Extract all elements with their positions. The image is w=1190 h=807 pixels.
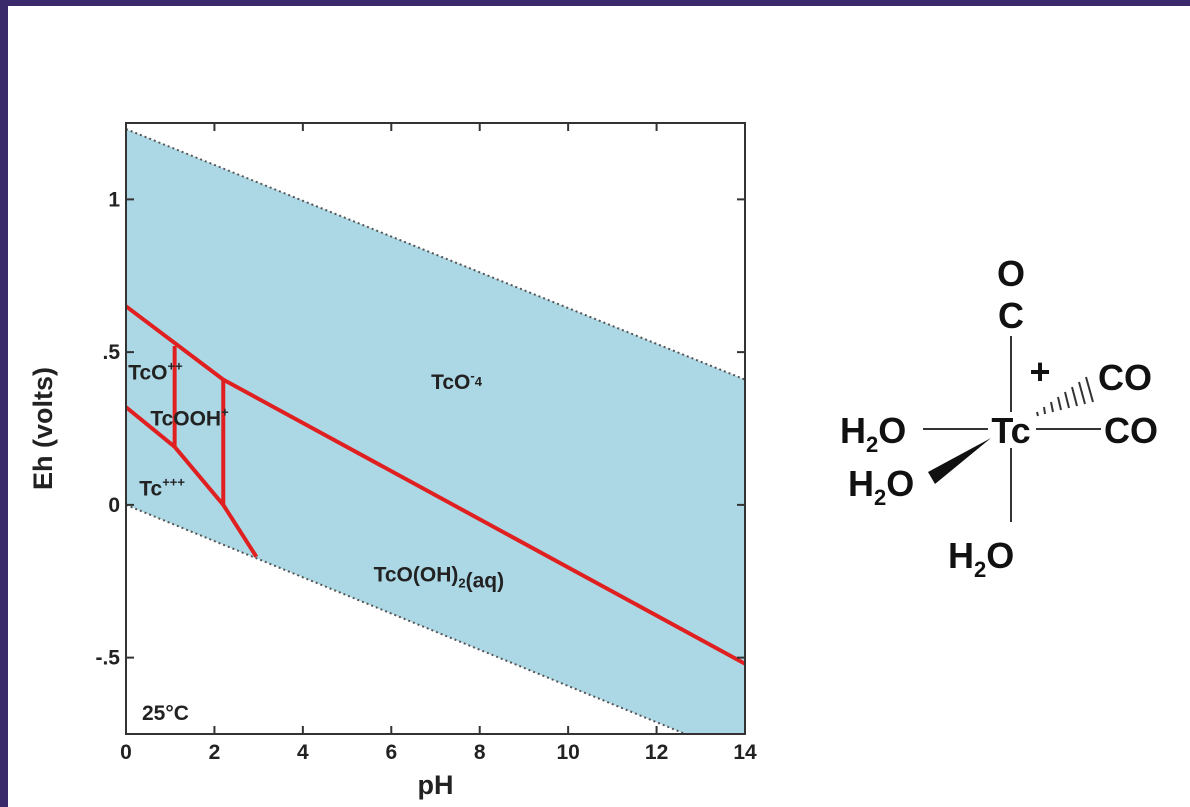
temperature-label: 25°C bbox=[142, 702, 189, 725]
ligand-water-lower-left: H2O bbox=[848, 463, 914, 510]
hashed-bond bbox=[1036, 376, 1094, 417]
ligand-co-upper-right: CO bbox=[1098, 357, 1152, 398]
lower-water-stability-line bbox=[126, 503, 688, 734]
y-tick-label-3: 1 bbox=[108, 188, 120, 211]
y-axis-label: Eh (volts) bbox=[28, 367, 58, 490]
x-tick-label-5: 10 bbox=[556, 741, 579, 764]
top-carbon: C bbox=[998, 295, 1024, 336]
x-tick-label-2: 4 bbox=[297, 741, 309, 764]
species-label-0: TcO++ bbox=[128, 359, 183, 385]
plot-frame bbox=[125, 122, 746, 735]
x-tick-label-4: 8 bbox=[474, 741, 486, 764]
axis-ticks: 0 2 4 6 8 10 12 14 -.5 0 .5 1 bbox=[95, 123, 757, 764]
ligand-water-left: H2O bbox=[840, 410, 906, 457]
y-tick-label-1: 0 bbox=[108, 494, 120, 517]
species-label-2: Tc+++ bbox=[139, 475, 185, 501]
phase-boundary-1 bbox=[126, 405, 259, 558]
complex-charge: + bbox=[1029, 351, 1050, 392]
x-tick-label-3: 6 bbox=[385, 741, 397, 764]
y-tick-label-2: .5 bbox=[102, 341, 120, 364]
phase-boundaries bbox=[126, 304, 745, 666]
y-tick-label-0: -.5 bbox=[95, 647, 120, 670]
center-atom: Tc bbox=[991, 410, 1030, 451]
x-tick-label-7: 14 bbox=[733, 741, 757, 764]
ligand-water-bottom: H2O bbox=[948, 535, 1014, 582]
tc-carbonyl-complex: O C + CO Tc CO H2O H2O H2O bbox=[840, 253, 1158, 582]
x-axis-label: pH bbox=[418, 770, 454, 800]
x-tick-label-1: 2 bbox=[209, 741, 221, 764]
ligand-co-right: CO bbox=[1104, 410, 1158, 451]
upper-water-stability-line bbox=[126, 128, 745, 381]
wedge-bond bbox=[928, 438, 991, 484]
x-tick-label-6: 12 bbox=[645, 741, 668, 764]
species-label-3: TcO-4 bbox=[431, 368, 483, 394]
top-oxygen: O bbox=[997, 253, 1025, 294]
species-label-1: TcOOH+ bbox=[150, 404, 229, 430]
x-tick-label-0: 0 bbox=[120, 741, 132, 764]
water-stability-region bbox=[126, 129, 745, 734]
species-label-4: TcO(OH)2(aq) bbox=[374, 563, 505, 592]
